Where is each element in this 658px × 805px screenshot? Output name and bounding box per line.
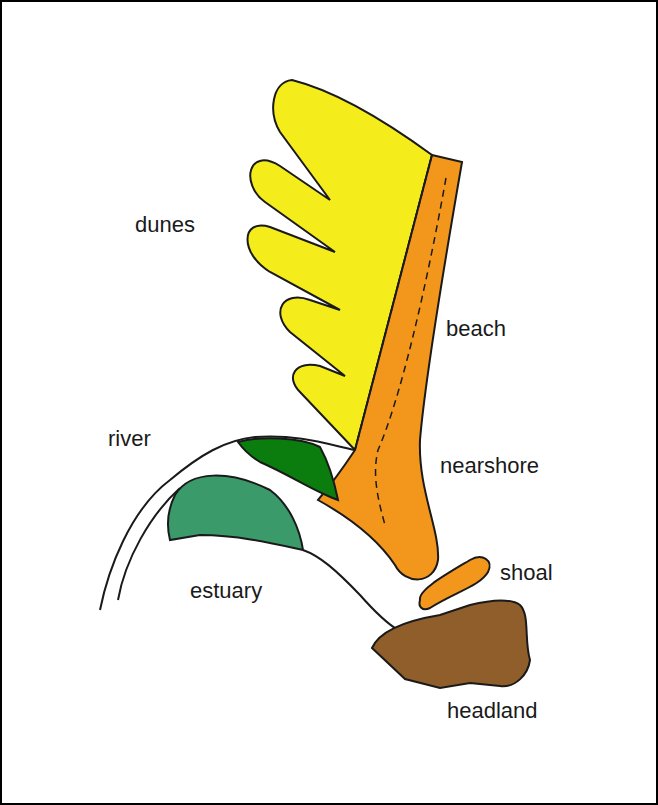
- beach-boundary: [376, 178, 446, 525]
- part-name: estuary: [190, 578, 262, 604]
- shoal-area: [419, 557, 489, 609]
- part-name: river: [108, 426, 151, 452]
- river-bank: [100, 436, 355, 610]
- headland-area: [372, 600, 530, 688]
- beach-nearshore-area: [318, 155, 462, 579]
- part-name: dunes: [135, 212, 195, 238]
- estuary-bank: [303, 550, 398, 630]
- estuary-marsh: [168, 476, 303, 550]
- part-name: shoal: [500, 560, 553, 586]
- part-name: beach: [446, 316, 506, 342]
- part-name: headland: [447, 698, 538, 724]
- river-bank: [118, 488, 180, 600]
- part-name: nearshore: [440, 453, 539, 479]
